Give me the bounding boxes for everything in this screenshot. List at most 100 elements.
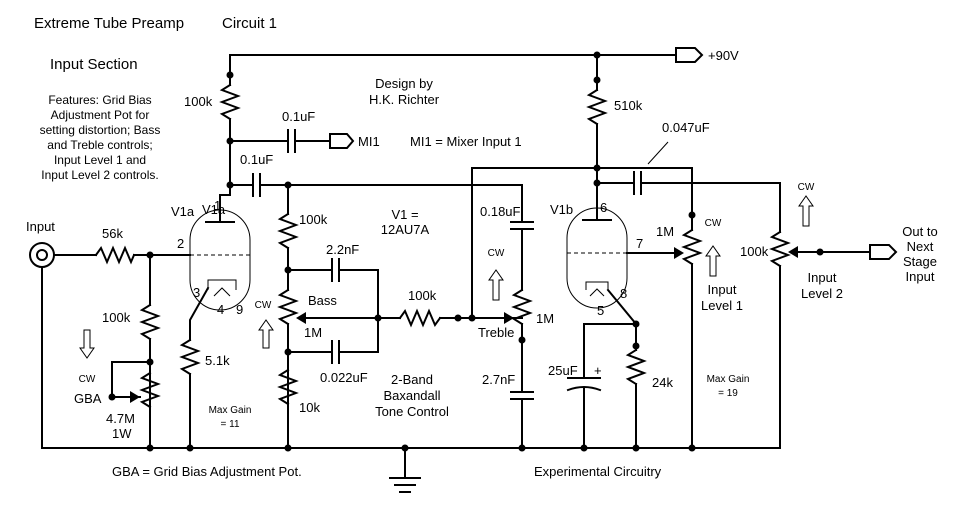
svg-text:8: 8 [620,286,627,301]
svg-text:5: 5 [597,303,604,318]
plate-resistor-b: 510k [586,76,643,219]
svg-text:100k: 100k [740,244,769,259]
svg-text:Features: Grid Bias: Features: Grid Bias [48,93,151,107]
gba-label: GBA [74,391,102,406]
tone-control-label: 2-Band Baxandall Tone Control [375,372,449,419]
svg-text:CW: CW [488,248,505,259]
design-credits: Design by H.K. Richter [369,76,440,107]
svg-text:= 11: = 11 [221,419,240,430]
svg-text:V1 =: V1 = [391,207,418,222]
svg-text:2.2nF: 2.2nF [326,242,359,257]
cw-arrow-icon [798,195,814,227]
treble-section: 0.18uF Treble 1M 2.7nF [478,184,554,449]
svg-text:100k: 100k [299,212,328,227]
cw-arrow-icon [705,245,721,277]
tone-mid-resistor: 100k [398,167,693,328]
gba-note: GBA = Grid Bias Adjustment Pot. [112,464,302,479]
svg-text:0.18uF: 0.18uF [480,204,521,219]
cw-arrow-icon [79,329,95,359]
gba-cw-indicator: CW [79,329,96,385]
svg-text:Input: Input [808,270,837,285]
section-label: Input Section [50,56,138,73]
svg-text:2-Band: 2-Band [391,372,433,387]
svg-text:1M: 1M [536,311,554,326]
svg-text:100k: 100k [102,310,131,325]
output-label: Out to Next Stage Input [902,224,937,284]
supply-arrow-icon [675,47,704,63]
svg-text:12AU7A: 12AU7A [381,222,430,237]
svg-text:Design by: Design by [375,76,433,91]
svg-text:24k: 24k [652,375,673,390]
svg-text:1M: 1M [656,224,674,239]
cw-arrow-icon [488,269,504,301]
cathode-network-b: + 25uF 24k [548,288,673,449]
mixer-arrow-icon [329,133,355,149]
svg-text:1W: 1W [112,426,132,441]
svg-text:Input: Input [708,282,737,297]
svg-text:Input Level 2 controls.: Input Level 2 controls. [41,168,158,182]
svg-text:1: 1 [214,198,221,213]
ground-bus [41,444,781,493]
output-arrow-icon [869,244,898,260]
bass-cw-indicator: CW [255,300,274,349]
treble-cw-indicator: CW [488,248,505,301]
svg-text:Level 2: Level 2 [801,286,843,301]
diagram-title: Extreme Tube Preamp [34,15,184,32]
svg-text:100k: 100k [408,288,437,303]
svg-text:Max Gain: Max Gain [707,374,750,385]
level2-cw-indicator: CW [798,182,815,227]
supply-label: +90V [708,48,739,63]
cw-arrow-icon [258,319,274,349]
svg-text:0.022uF: 0.022uF [320,370,368,385]
svg-text:CW: CW [79,374,96,385]
svg-text:Next: Next [907,239,934,254]
svg-text:Input: Input [906,269,935,284]
mixer-note: MI1 = Mixer Input 1 [410,134,522,149]
bass-section: 100k 2.2nF Bass 1M 0.022uF 10k [277,184,401,449]
mixer-label: MI1 [358,134,380,149]
svg-text:Level 1: Level 1 [701,298,743,313]
svg-text:9: 9 [236,302,243,317]
svg-text:Adjustment Pot for: Adjustment Pot for [51,108,150,122]
svg-text:5.1k: 5.1k [205,353,230,368]
svg-text:= 19: = 19 [718,388,738,399]
coupling-cap-a: 0.1uF [226,152,523,197]
tube-v1a-label: V1a [171,204,195,219]
treble-label: Treble [478,325,514,340]
svg-text:V1a: V1a [202,202,226,217]
svg-text:2: 2 [177,236,184,251]
supply-rail: +90V [229,47,739,81]
svg-text:56k: 56k [102,226,123,241]
grid-resistor: 56k [94,226,191,265]
features-text: Features: Grid Bias Adjustment Pot for s… [40,93,161,182]
tube-v1b-label: V1b [550,202,573,217]
svg-text:0.047uF: 0.047uF [662,120,710,135]
tube-v1a: V1a 1 2 3 4 9 [177,194,251,317]
circuit-label: Circuit 1 [222,15,277,32]
svg-text:6: 6 [600,200,607,215]
svg-text:10k: 10k [299,400,320,415]
svg-text:1M: 1M [304,325,322,340]
level2-pot: 100k Input Level 2 [740,230,898,449]
svg-text:CW: CW [798,182,815,193]
svg-text:7: 7 [636,236,643,251]
svg-text:Input Level 1 and: Input Level 1 and [54,153,146,167]
svg-text:0.1uF: 0.1uF [282,109,315,124]
tube-type: V1 = 12AU7A [381,207,430,237]
svg-text:4.7M: 4.7M [106,411,135,426]
svg-text:100k: 100k [184,94,213,109]
level1-pot: 1M Input Level 1 [626,167,743,449]
coupling-cap-b: 0.047uF [596,120,781,233]
svg-text:setting distortion; Bass: setting distortion; Bass [40,123,161,137]
svg-text:510k: 510k [614,98,643,113]
input-label: Input [26,219,55,234]
gain-b: Max Gain = 19 [707,374,750,399]
gain-a: Max Gain = 11 [209,405,252,430]
svg-text:3: 3 [193,285,200,300]
svg-text:CW: CW [705,218,722,229]
mixer-cap: 0.1uF MI1 [226,109,380,153]
svg-text:0.1uF: 0.1uF [240,152,273,167]
svg-text:4: 4 [217,302,224,317]
